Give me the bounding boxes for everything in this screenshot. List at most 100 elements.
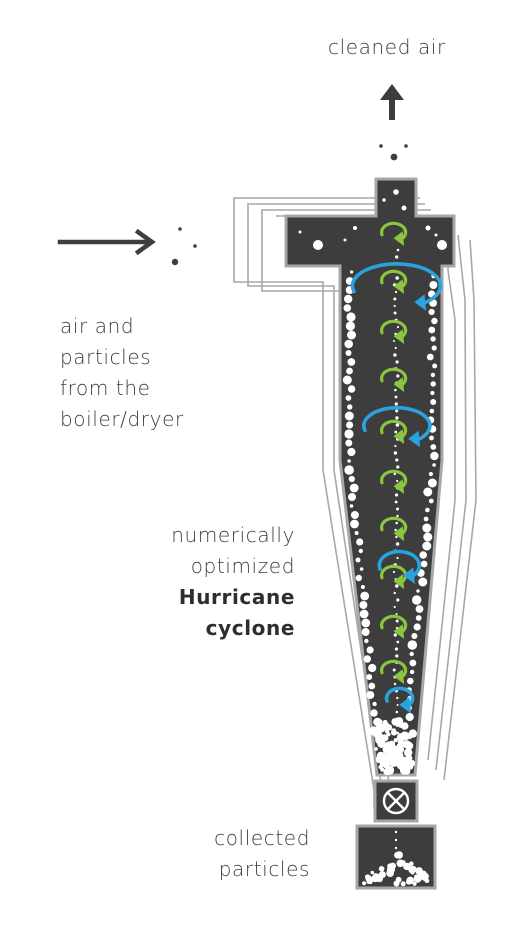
particle <box>406 879 412 885</box>
green-swirl-arrow <box>379 419 408 444</box>
particle <box>366 674 373 680</box>
particle <box>407 640 418 650</box>
particle <box>427 478 437 488</box>
collected-line-1: collected <box>214 826 310 850</box>
particle <box>364 638 369 644</box>
particle <box>346 421 354 429</box>
particle <box>368 663 377 673</box>
particle <box>425 225 431 231</box>
particle <box>345 395 352 401</box>
particle <box>347 358 356 366</box>
particle <box>298 230 302 234</box>
particle <box>393 682 397 686</box>
particle <box>394 528 397 532</box>
particle <box>350 270 354 274</box>
particle <box>344 339 354 349</box>
particle <box>415 605 424 613</box>
rotary-valve-icon <box>373 779 419 823</box>
particle <box>376 724 381 729</box>
particle <box>345 350 352 356</box>
particle <box>378 866 385 872</box>
particle <box>343 304 352 312</box>
particle <box>396 696 399 700</box>
particle <box>347 385 356 393</box>
particle <box>396 704 399 706</box>
particle <box>393 591 396 595</box>
particle <box>396 325 400 329</box>
particle <box>394 838 398 842</box>
particle <box>382 745 390 754</box>
particle <box>345 439 353 447</box>
particle <box>394 430 398 434</box>
particle <box>350 511 359 519</box>
particle <box>395 654 399 658</box>
particle <box>415 615 422 621</box>
particle <box>366 691 375 699</box>
cleaned-air-label: cleaned air <box>328 32 446 63</box>
particle <box>370 709 378 717</box>
particle <box>397 747 403 753</box>
particle <box>411 633 418 639</box>
green-swirl-arrow <box>379 221 408 246</box>
particle <box>432 463 436 467</box>
particle <box>395 619 399 623</box>
particle <box>431 317 438 325</box>
green-swirl-arrow <box>379 319 408 344</box>
particle <box>394 830 398 834</box>
inlet-dots <box>171 227 197 266</box>
particle <box>347 404 353 410</box>
particle <box>409 669 415 675</box>
particle <box>380 767 385 772</box>
cyclone-label: numerically optimized Hurricane cyclone <box>150 520 295 644</box>
particle <box>400 881 406 887</box>
particle <box>395 584 399 588</box>
particle <box>393 605 396 609</box>
collected-label: collected particles <box>206 823 310 885</box>
particle <box>350 519 359 529</box>
particle <box>432 363 438 369</box>
inlet-line-1: air and <box>60 314 135 338</box>
particle <box>396 859 405 868</box>
particle <box>395 710 399 714</box>
particle <box>386 756 394 763</box>
particle <box>425 507 430 513</box>
particle <box>394 751 404 760</box>
particle <box>392 570 396 574</box>
particle <box>344 465 354 475</box>
particle <box>396 479 399 483</box>
blue-swirl-arrow <box>362 405 432 448</box>
particle <box>396 248 400 252</box>
particle <box>386 869 394 877</box>
particle <box>348 493 356 501</box>
particle <box>402 740 411 749</box>
up-arrow-icon <box>380 84 404 120</box>
particle <box>407 759 416 767</box>
cyclone-line-3: Hurricane <box>178 585 295 609</box>
swirl-arrows <box>350 221 443 714</box>
particle <box>395 542 400 546</box>
collected-line-2: particles <box>218 857 310 881</box>
particle <box>429 408 435 414</box>
particle <box>394 402 398 406</box>
inlet-label: air and particles from the boiler/dryer <box>60 311 184 435</box>
particle <box>414 874 419 879</box>
blue-swirl-arrow <box>384 686 415 714</box>
particle <box>418 577 428 587</box>
particle <box>404 748 413 757</box>
particle <box>428 498 434 504</box>
particle <box>394 493 399 497</box>
particle <box>393 304 396 308</box>
particle <box>423 532 433 542</box>
particle <box>396 465 400 469</box>
particle <box>393 353 397 357</box>
green-swirl-arrow <box>379 269 408 294</box>
particle <box>343 238 347 242</box>
particle <box>377 719 383 725</box>
particle <box>344 294 353 304</box>
particle <box>400 731 410 741</box>
particle <box>401 205 407 211</box>
particle <box>393 340 395 342</box>
particle <box>426 353 434 361</box>
particle <box>359 567 364 571</box>
particle <box>395 458 399 462</box>
